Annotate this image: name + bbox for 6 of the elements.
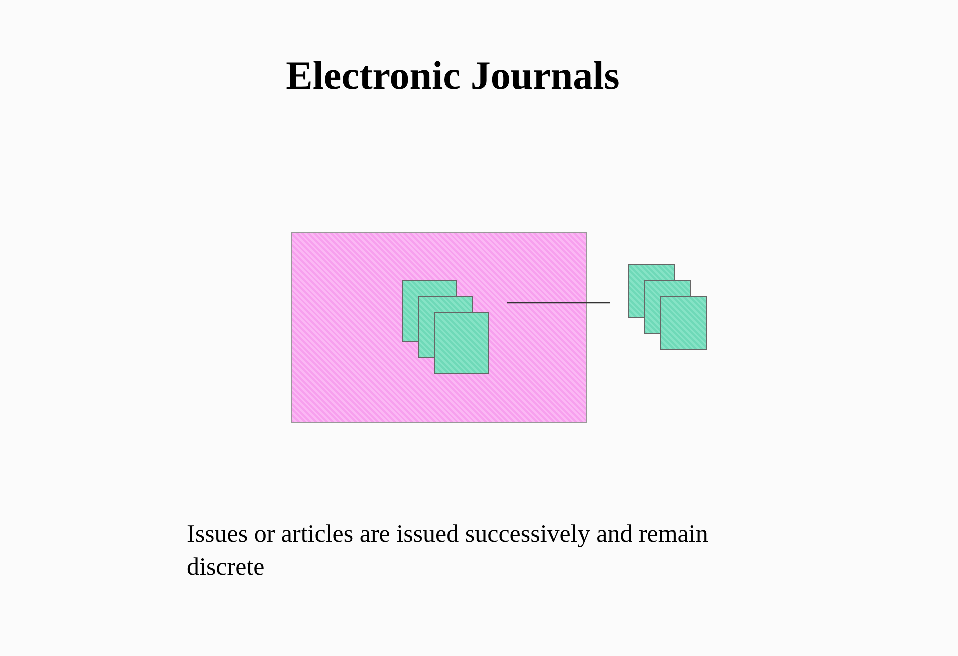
connector-line [507, 302, 610, 304]
caption: Issues or articles are issued successively and remain discrete [187, 520, 710, 583]
journal-box [291, 232, 587, 423]
issue-sheet [660, 296, 707, 350]
title: Electronic Journals [285, 52, 621, 99]
issue-sheet [434, 312, 489, 374]
